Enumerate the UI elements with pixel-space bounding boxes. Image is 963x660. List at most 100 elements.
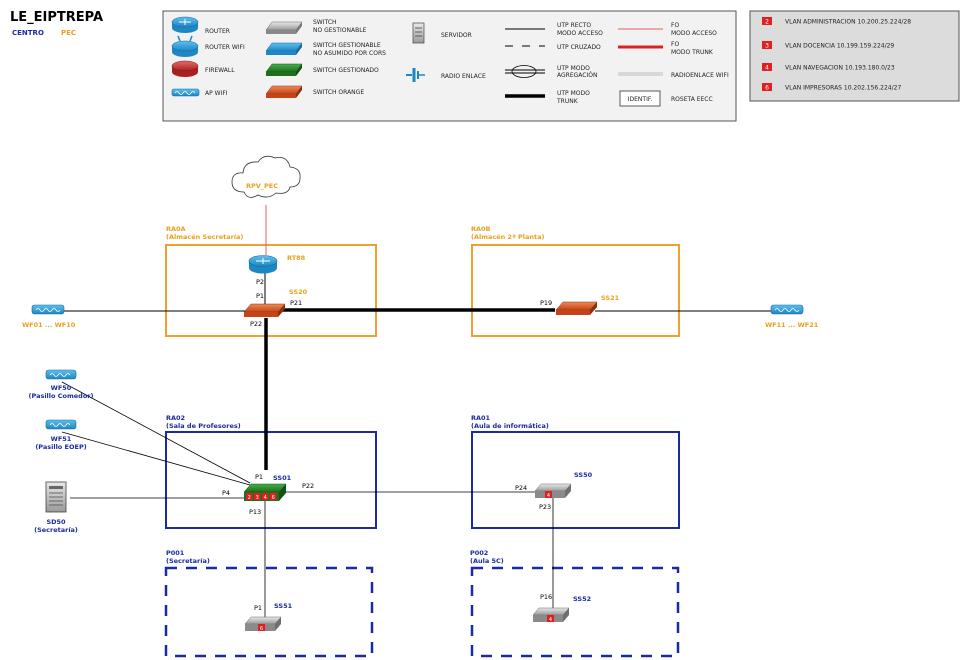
room-ra02-code: RA02 [166,414,185,422]
port-rt-p2: P2 [256,278,264,286]
room-ra02-desc: (Sala de Profesores) [166,422,241,430]
legend-switch-no-gest-2: NO GESTIONABLE [313,27,367,34]
ss20-label: SS20 [289,288,308,296]
wf-right-label: WF11 ... WF21 [765,321,819,329]
room-ra0b [471,244,680,337]
port-ss20-p22: P22 [250,320,262,328]
cloud-icon [231,155,301,198]
vlan-id-3: 4 [765,65,769,72]
legend-utp-agregacion-symbol [505,65,545,78]
room-ra02 [165,431,377,529]
switch-ss21 [555,301,598,315]
link-wf50-ss01 [61,381,251,484]
port-ss01-p4: P4 [222,489,230,497]
centro-value: PEC [61,29,76,37]
room-ra01-code: RA01 [471,414,491,422]
port-ss50-p23: P23 [539,503,551,511]
wf50-label: WF50 [51,384,72,392]
link-wf51-ss01 [61,431,251,486]
router-icon [171,16,199,33]
port-ss21-p19: P19 [540,299,552,307]
legend-utp-trunk-1: UTP MODO [557,90,590,97]
router-rt88 [248,255,278,274]
ss50-vlan: 4 [547,493,550,499]
ss21-label: SS21 [601,294,620,302]
firewall-icon [171,60,199,77]
vlan-text-2: VLAN DOCENCIA 10.199.159.224/29 [785,43,894,50]
room-ra0a-code: RA0A [166,225,186,233]
cloud-label: RPV_PEC [246,182,278,190]
room-ra01-desc: (Aula de informática) [471,422,549,430]
legend-switch-no-gest-1: SWITCH [313,19,337,26]
room-p001 [164,566,374,658]
vlan-text-3: VLAN NAVEGACION 10.193.180.0/23 [785,65,895,72]
sd50-location: (Secretaría) [34,526,78,534]
radio-enlace-icon [406,68,425,82]
vlan-id-2: 3 [765,43,769,50]
ss01-label: SS01 [273,474,292,482]
legend-switch-gest: SWITCH GESTIONADO [313,67,379,74]
room-ra0b-desc: (Almacén 2ª Planta) [471,233,544,241]
switch-gest-no-cors-icon [265,42,303,55]
ap-wifi-left-icon [31,304,65,315]
ss01-vlan-3: 4 [264,495,267,501]
legend-switch-gest-no-cors-2: NO ASUMIDO POR CORS [313,50,386,57]
room-ra0a [165,244,377,337]
switch-gestionado-icon [265,63,303,76]
vlan-text-1: VLAN ADMINISTRACION 10.200.25.224/28 [785,19,911,26]
ss01-vlan-2: 3 [256,495,259,501]
wf-left-label: WF01 ... WF10 [22,321,76,329]
ss51-label: SS51 [274,602,293,610]
ss51-vlan: 6 [260,626,263,632]
port-ss01-p1: P1 [255,473,263,481]
legend-router: ROUTER [205,28,230,35]
room-p002-code: P002 [470,549,488,557]
switch-orange-icon [265,85,303,98]
legend-router-wifi: ROUTER WIFI [205,44,245,51]
legend-radioenlace-wifi: RADIOENLACE WIFI [671,72,729,79]
legend-roseta: ROSETA EECC [671,96,713,103]
vlan-id-1: 2 [765,19,769,26]
ss52-label: SS52 [573,595,591,603]
room-p002-desc: (Aula 5C) [470,557,504,565]
legend-fo-acceso-2: MODO ACCESO [671,30,717,37]
switch-ss50 [534,483,572,498]
vlan-panel: 2 VLAN ADMINISTRACION 10.200.25.224/28 3… [749,10,960,102]
wf51-label: WF51 [51,435,72,443]
legend-utp-recto-1: UTP RECTO [557,22,591,29]
wf51-location: (Pasillo EOEP) [35,443,86,451]
ss01-vlan-4: 6 [272,495,275,501]
ss52-vlan: 4 [549,617,552,623]
room-p001-code: P001 [166,549,185,557]
centro-label: CENTRO [12,29,44,37]
legend-utp-cruzado: UTP CRUZADO [557,44,601,51]
port-ss20-p1: P1 [256,292,264,300]
switch-ss01 [243,483,287,501]
port-ss50-p24: P24 [515,484,527,492]
legend-fo-acceso-1: FO [671,22,679,29]
wf50-location: (Pasillo Comedor) [29,392,94,400]
ap-wifi-wf51-icon [45,419,77,430]
legend-switch-gest-no-cors-1: SWITCH GESTIONABLE [313,42,381,49]
router-label: RT88 [287,254,306,262]
switch-ss20 [243,303,286,317]
legend-utp-agregacion-1: UTP MODO [557,65,590,72]
legend-fo-trunk-1: FO [671,41,679,48]
room-p002 [470,566,680,658]
legend-switch-orange: SWITCH ORANGE [313,89,364,96]
router-wifi-icon [171,35,199,57]
servidor-icon [412,22,425,44]
legend-identif: IDENTIF. [628,96,653,103]
diagram-title: LE_EIPTREPA [10,10,103,25]
room-ra0b-code: RA0B [471,225,491,233]
legend-utp-agregacion-2: AGREGACIÓN [557,72,597,79]
room-p001-desc: (Secretaría) [166,557,210,565]
legend-ap-wifi: AP WIFI [205,90,228,97]
ss50-label: SS50 [574,471,593,479]
switch-ss52 [532,607,570,622]
port-ss51-p1: P1 [254,604,262,612]
server-sd50-icon [45,481,67,513]
legend-firewall: FIREWALL [205,67,235,74]
port-ss01-p13: P13 [249,508,261,516]
